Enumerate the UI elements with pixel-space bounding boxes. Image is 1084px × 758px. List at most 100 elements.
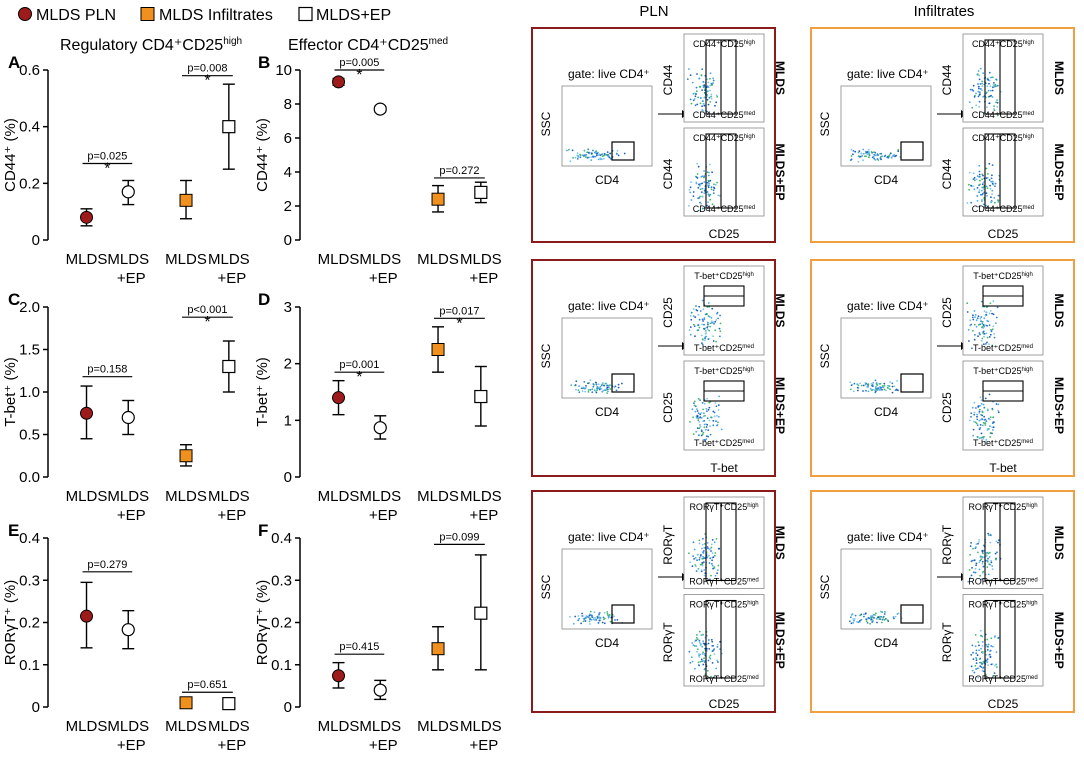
event-dot [706, 546, 709, 548]
event-dot [580, 622, 582, 625]
event-dot [713, 186, 715, 189]
event-dot [981, 414, 984, 417]
marker-pln-ep [373, 102, 387, 116]
event-dot [866, 622, 869, 624]
cd4-gate [611, 373, 635, 393]
y-tick-label: 0.4 [19, 530, 40, 547]
event-dot [699, 644, 702, 647]
event-dot [701, 89, 703, 91]
p-value-label: p=0.099 [439, 531, 479, 543]
flow-frame [531, 259, 776, 477]
event-dot [975, 319, 978, 322]
event-dot [693, 325, 696, 328]
event-dot [709, 425, 711, 428]
event-dot [703, 426, 706, 429]
event-dot [972, 84, 975, 87]
ssc-cd4-plot [840, 85, 932, 167]
subplot-y-label: RORγT [661, 524, 675, 565]
event-dot [883, 613, 886, 615]
event-dot [989, 436, 991, 438]
y-tick-label: 1.0 [19, 384, 40, 401]
event-dot [978, 332, 981, 334]
event-dot [692, 433, 695, 436]
event-dot [856, 386, 859, 389]
event-dot [987, 643, 990, 646]
event-dot [981, 198, 983, 201]
event-dot [985, 192, 988, 195]
event-dot [989, 649, 992, 652]
event-dot [608, 386, 611, 389]
event-dot [577, 615, 580, 617]
event-dot [716, 572, 718, 575]
flow-panel-pln-row1: gate: live CD4⁺SSCCD4CD44⁺CD25highCD44⁺C… [531, 27, 787, 243]
event-dot [997, 194, 1000, 197]
event-dot [601, 153, 603, 156]
marker-pln-ep [121, 185, 135, 199]
data-point [121, 609, 135, 650]
event-dot [710, 675, 712, 678]
event-dot [719, 314, 721, 317]
event-dot [850, 614, 853, 616]
x-category-label: MLDS [66, 488, 108, 505]
event-dot [869, 388, 872, 390]
gate-label-high: T-bet⁺CD25high [973, 366, 1033, 376]
event-dot [979, 323, 982, 326]
event-dot [609, 384, 612, 387]
event-dot [695, 181, 698, 184]
event-dot [692, 195, 695, 198]
event-dot [700, 658, 703, 661]
event-dot [978, 91, 981, 93]
event-dot [711, 203, 714, 206]
event-dot [863, 613, 865, 616]
event-dot [709, 193, 712, 196]
event-dot [690, 311, 693, 314]
event-dot [989, 425, 991, 428]
event-dot [987, 89, 990, 92]
event-dot [623, 152, 626, 155]
event-dot [588, 620, 591, 623]
event-dot [980, 300, 983, 303]
event-dot [703, 550, 705, 552]
event-dot [993, 333, 996, 335]
subplot-frame [683, 496, 765, 589]
event-dot [606, 392, 609, 394]
event-dot [979, 396, 982, 399]
event-dot [989, 541, 992, 544]
event-dot [986, 106, 988, 109]
event-dot [977, 676, 980, 679]
event-dot [614, 619, 616, 621]
gate-label-high: RORγT⁺CD25high [968, 502, 1037, 512]
x-category-label: +EP [469, 737, 498, 754]
subplot-y-label: RORγT [940, 524, 954, 565]
gate-label: gate: live CD4⁺ [568, 67, 650, 81]
ssc-axis-label: SSC [818, 111, 832, 136]
event-dot [595, 381, 597, 384]
title-effector: Effector CD4⁺CD25med [288, 36, 448, 54]
event-dot [701, 318, 704, 321]
event-dot [691, 642, 694, 644]
event-dot [988, 71, 991, 74]
condition-side-label: MLDS+EP [1052, 143, 1066, 200]
x-category-label: MLDS [208, 488, 250, 505]
event-dot [971, 347, 973, 350]
y-tick-label: 1 [284, 412, 292, 429]
event-dot [583, 618, 586, 621]
event-dot [711, 322, 713, 324]
event-dot [696, 650, 698, 653]
event-dot [714, 329, 717, 332]
event-dot [986, 409, 989, 412]
event-dot [581, 612, 583, 615]
event-dot [703, 653, 706, 655]
data-point [332, 379, 346, 416]
event-dot [993, 82, 995, 84]
event-dot [991, 189, 994, 192]
event-dot [972, 329, 974, 332]
event-dot [708, 329, 710, 332]
data-point [373, 415, 387, 440]
event-dot [593, 151, 596, 154]
event-dot [967, 329, 970, 331]
event-dot [992, 416, 995, 418]
event-dot [704, 543, 706, 545]
